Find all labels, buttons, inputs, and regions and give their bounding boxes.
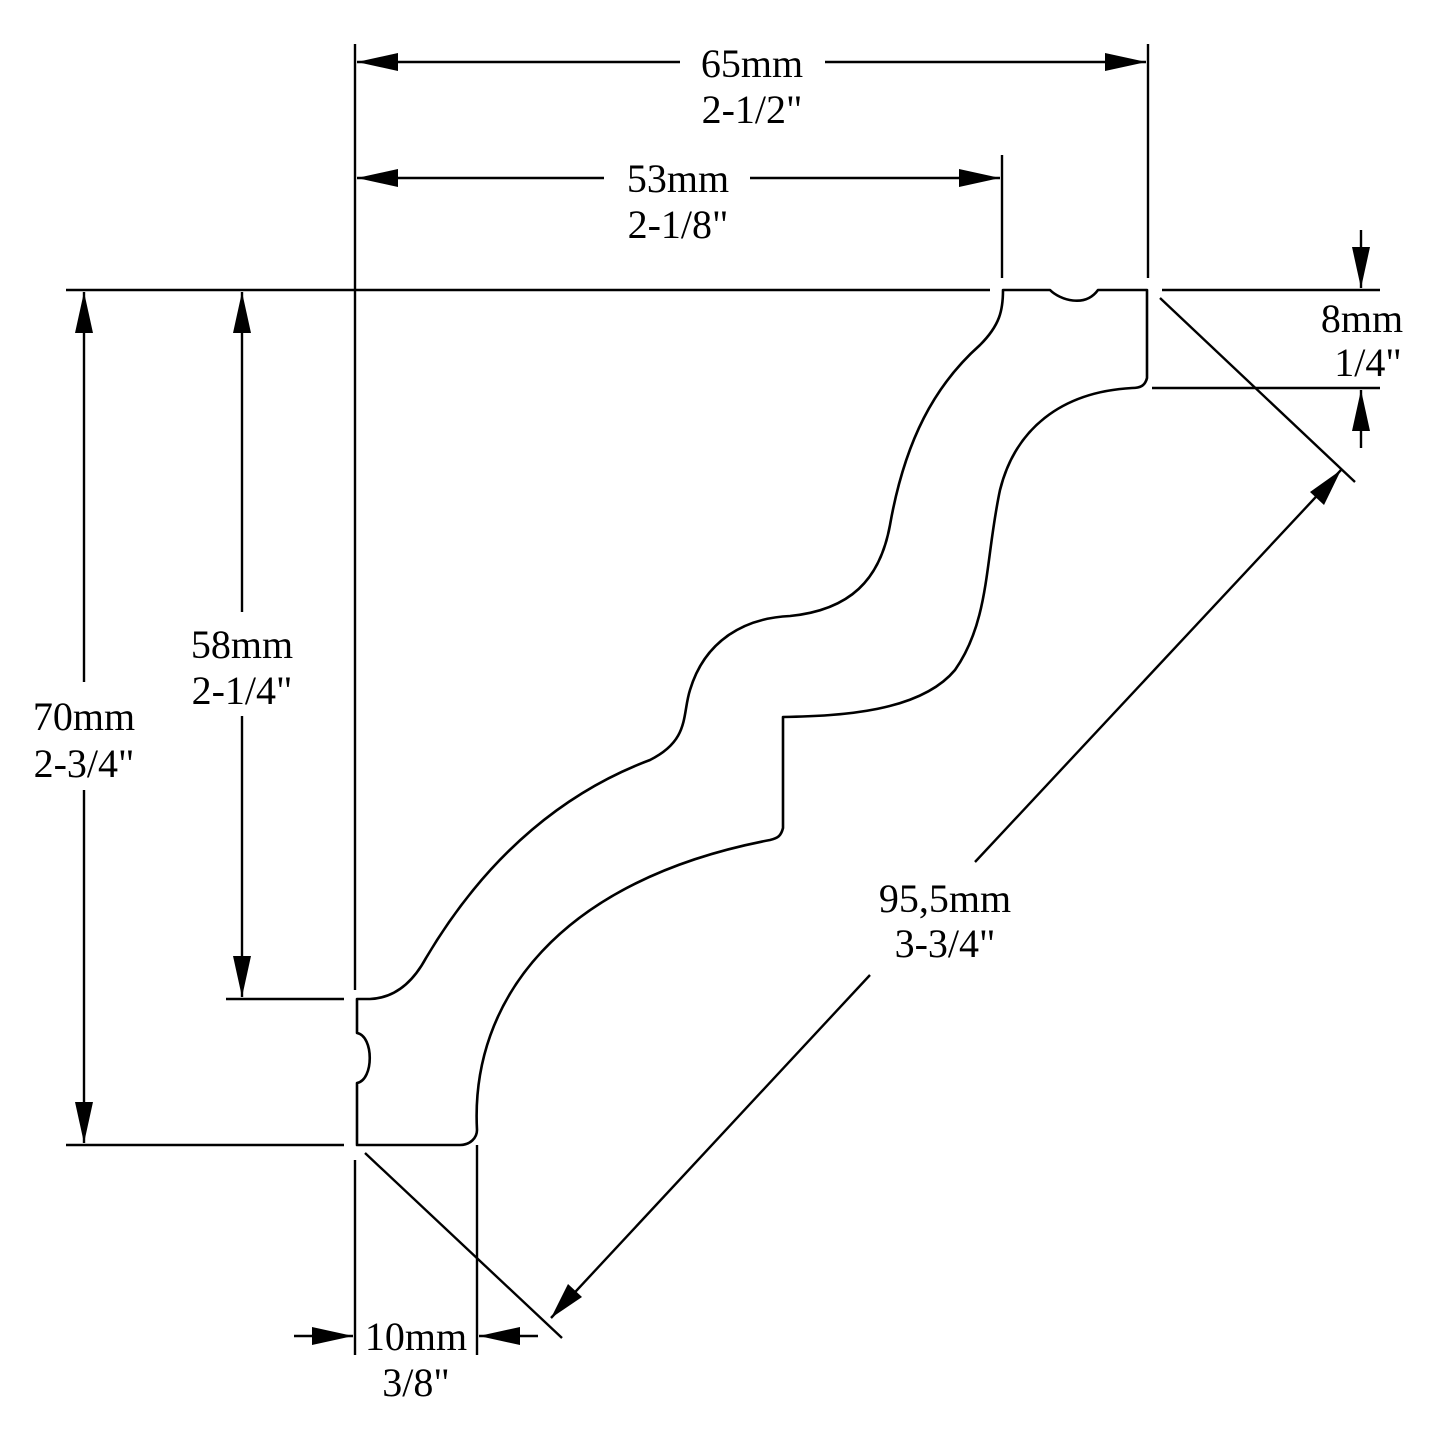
molding-profile (355, 288, 1149, 1147)
diagonal-extension-line-top (1159, 297, 1356, 483)
wall-drop-arrow-top (233, 292, 251, 333)
total-width-mm-label: 65mm (701, 41, 803, 86)
diagonal-extension-line-bottom (364, 1152, 563, 1339)
total-height-inch-label: 2-3/4" (34, 741, 135, 786)
total-width-arrow-left (357, 53, 398, 71)
diagonal-arrow-top (1310, 470, 1341, 505)
total-height-arrow-top (75, 292, 93, 333)
diagonal-dimension-line-lower (550, 974, 871, 1319)
total-width-arrow-right (1105, 53, 1146, 71)
bottom-thickness-arrow-left (312, 1327, 353, 1345)
diagonal-mm-label: 95,5mm (879, 876, 1011, 921)
top-flat-arrow-right (959, 169, 1000, 187)
diagonal-arrow-bottom (551, 1284, 582, 1318)
wall-drop-inch-label: 2-1/4" (192, 668, 293, 713)
top-flat-inch-label: 2-1/8" (628, 202, 729, 247)
total-height-mm-label: 70mm (33, 694, 135, 739)
diagonal-dimension-line-upper (974, 469, 1342, 863)
wall-drop-mm-label: 58mm (191, 622, 293, 667)
bottom-thickness-inch-label: 3/8" (382, 1360, 449, 1405)
diagonal-inch-label: 3-3/4" (895, 921, 996, 966)
bottom-thickness-mm-label: 10mm (365, 1314, 467, 1359)
bottom-thickness-arrow-right (479, 1327, 520, 1345)
wall-drop-arrow-bottom (233, 956, 251, 997)
top-flat-arrow-left (357, 169, 398, 187)
top-flat-mm-label: 53mm (627, 156, 729, 201)
total-width-inch-label: 2-1/2" (702, 87, 803, 132)
top-thickness-arrow-bottom (1352, 390, 1370, 431)
top-thickness-mm-label: 8mm (1321, 296, 1403, 341)
total-height-arrow-bottom (75, 1102, 93, 1143)
top-thickness-inch-label: 1/4" (1334, 340, 1401, 385)
top-thickness-arrow-top (1352, 247, 1370, 288)
